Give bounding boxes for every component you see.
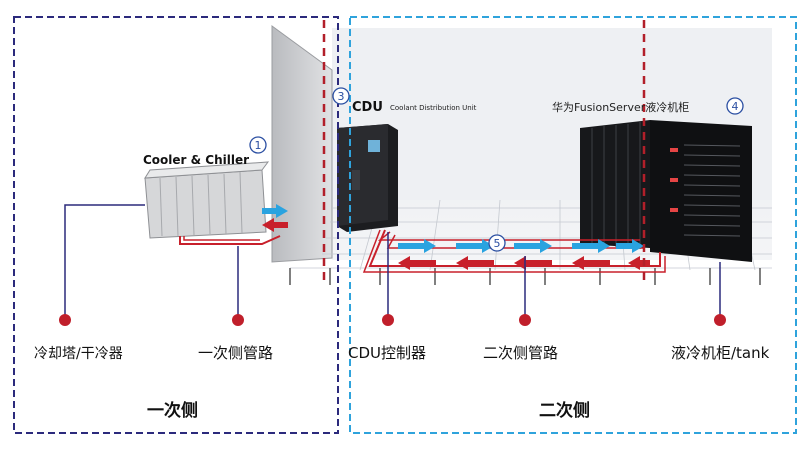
marker-3: 3 <box>338 90 345 103</box>
server-rack-title: 华为FusionServer液冷机柜 <box>552 100 689 114</box>
cooler-chiller-unit <box>144 161 270 239</box>
marker-circles <box>249 87 744 252</box>
secondary-pipes <box>362 229 666 273</box>
secondary-side-frame <box>349 16 797 434</box>
label-primary-pipe: 一次侧管路 <box>198 344 274 362</box>
marker-4: 4 <box>732 100 739 113</box>
leader-dots <box>59 314 726 326</box>
leader-lines <box>64 204 721 320</box>
label-liquid-cabinet: 液冷机柜/tank <box>671 344 770 362</box>
label-cooling-tower: 冷却塔/干冷器 <box>34 346 123 362</box>
region-secondary-title: 二次侧 <box>539 401 590 421</box>
label-secondary-pipe: 二次侧管路 <box>483 344 559 362</box>
cdu-title: CDU <box>352 100 383 115</box>
label-cdu-controller: CDU控制器 <box>348 344 427 362</box>
boundary-dividers <box>322 20 646 285</box>
region-primary-title: 一次侧 <box>147 401 198 421</box>
marker-5: 5 <box>494 237 501 250</box>
primary-pipes <box>179 204 288 245</box>
cooler-chiller-title: Cooler & Chiller <box>143 153 249 167</box>
cdu-subtitle: Coolant Distribution Unit <box>390 104 477 112</box>
marker-1: 1 <box>255 139 262 152</box>
primary-side-frame <box>13 16 339 434</box>
liquid-cooled-racks <box>580 120 752 262</box>
cdu-cabinet <box>337 124 398 232</box>
